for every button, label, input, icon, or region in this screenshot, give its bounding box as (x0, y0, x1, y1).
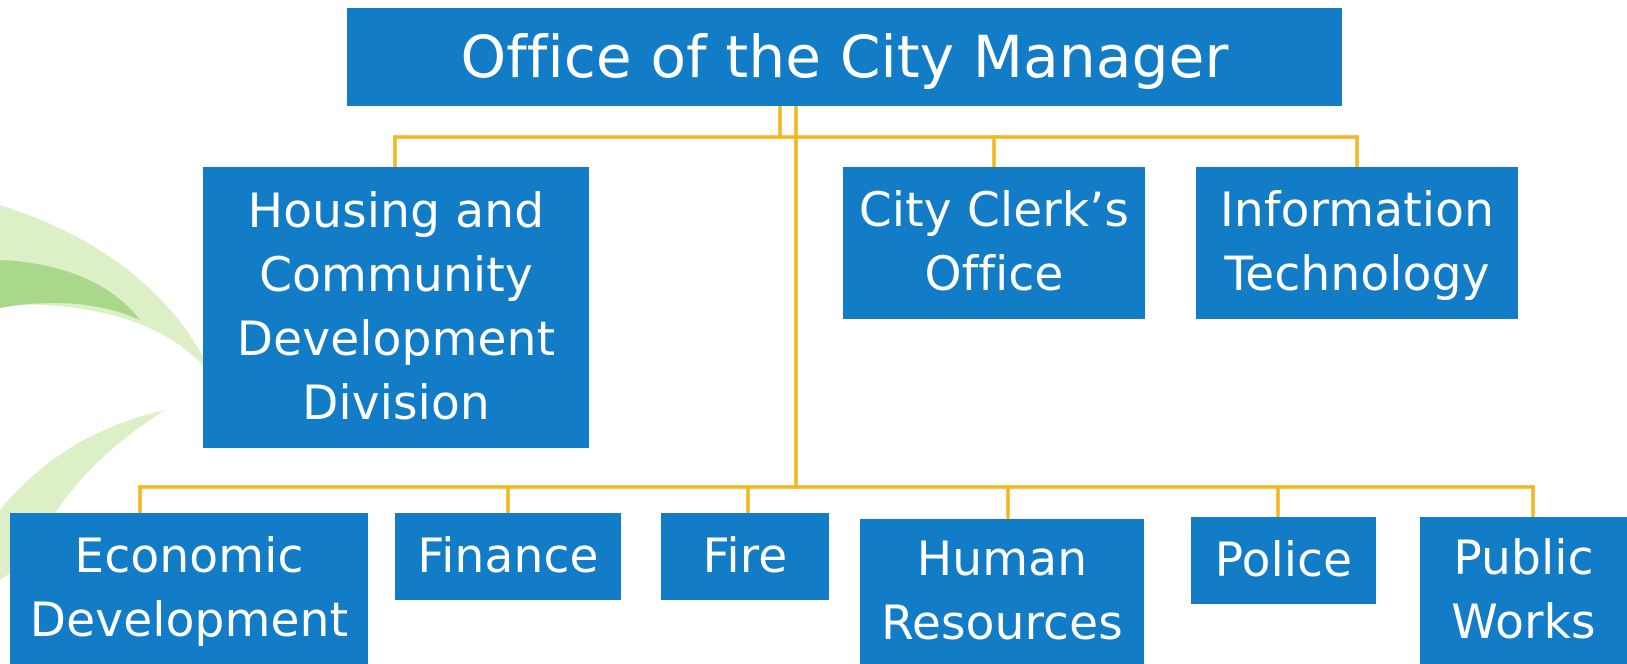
city-manager-box: Office of the City Manager (347, 8, 1342, 106)
fire-box: Fire (661, 513, 829, 600)
public-works-box: Public Works (1420, 517, 1627, 664)
city-clerks-office-box: City Clerk’s Office (843, 167, 1145, 319)
human-resources-box: Human Resources (860, 519, 1144, 664)
information-technology-box: Information Technology (1196, 167, 1518, 319)
leaf-shape-front (0, 260, 140, 320)
police-box: Police (1191, 517, 1376, 604)
housing-community-development-box: Housing and Community Development Divisi… (203, 167, 589, 448)
finance-box: Finance (395, 513, 621, 600)
economic-development-box: Economic Development (10, 513, 368, 664)
